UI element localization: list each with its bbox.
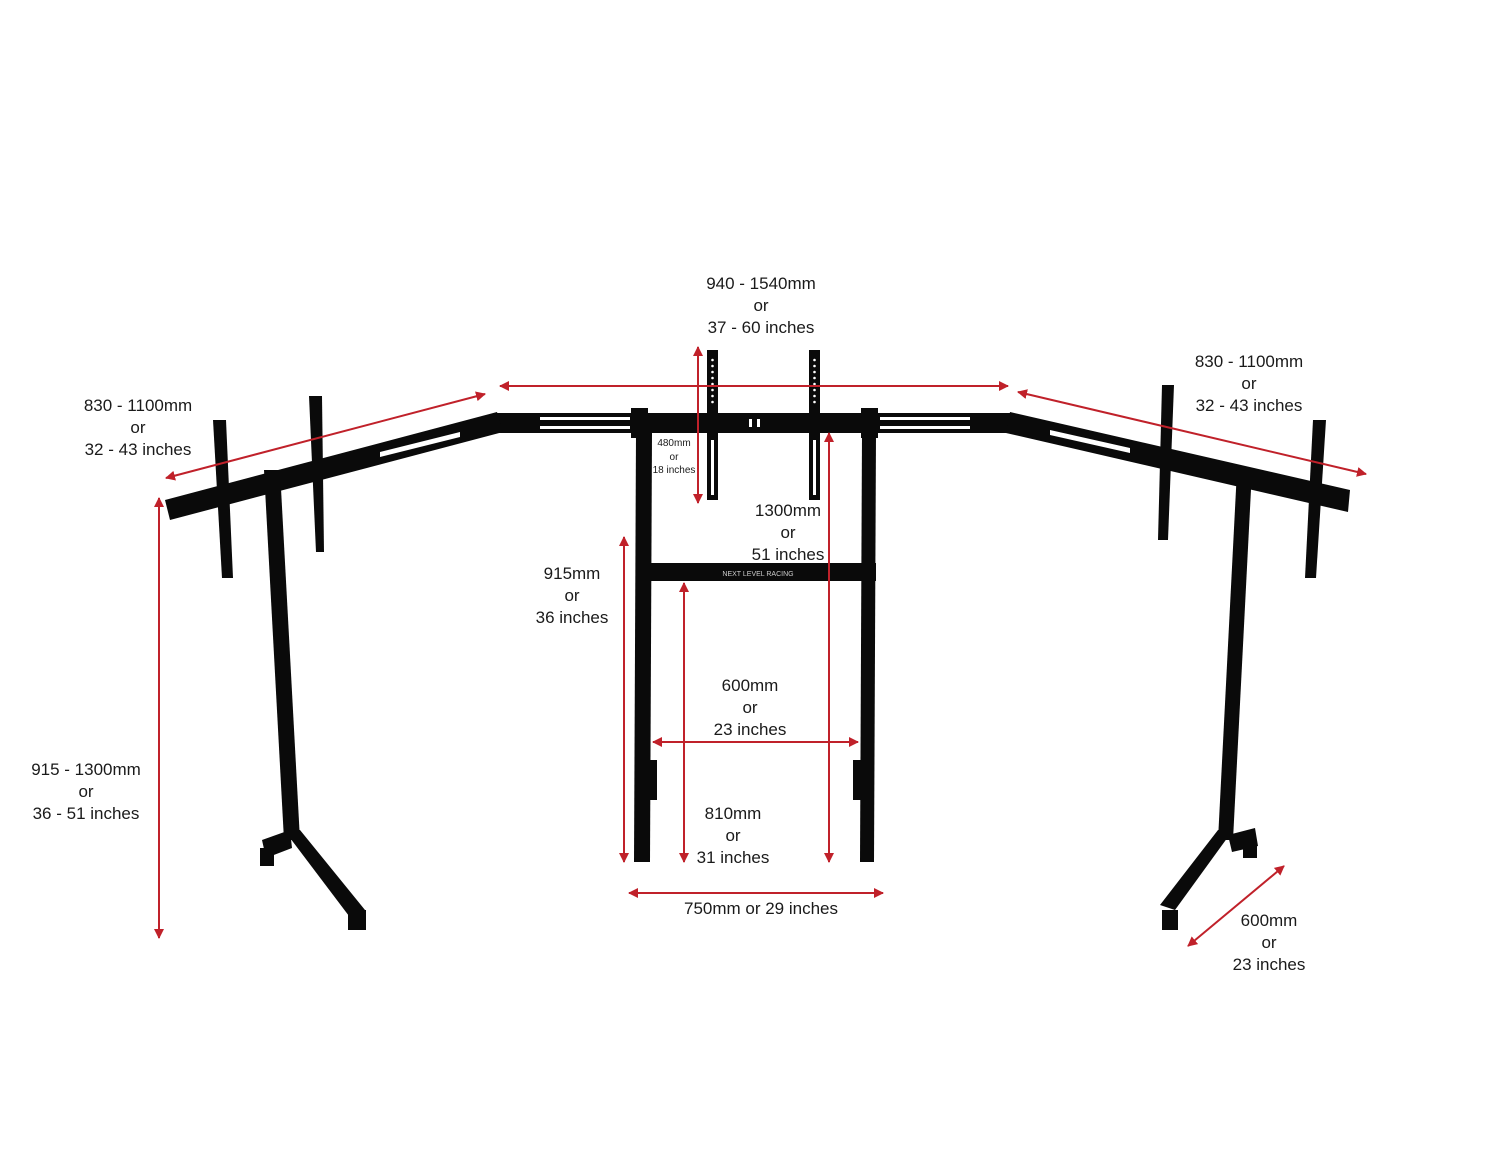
label-max-height: 1300mm or 51 inches (751, 501, 825, 564)
dimension-arrows (154, 346, 1367, 947)
label-crossbar-height: 810mm or 31 inches (696, 804, 770, 867)
right-wing-frame (1006, 385, 1350, 930)
label-side-height: 915 - 1300mm or 36 - 51 inches (31, 760, 141, 823)
brand-logo: NEXT LEVEL RACING (722, 571, 793, 578)
arrow-left-wing-width (165, 391, 486, 481)
center-frame (497, 350, 1012, 862)
left-wing-frame (165, 396, 503, 930)
arrow-right-wing-width (1017, 389, 1367, 477)
label-vesa-height: 480mm or 18 inches (652, 438, 696, 476)
label-min-height: 915mm or 36 inches (535, 564, 609, 627)
label-left-wing-width: 830 - 1100mm or 32 - 43 inches (83, 396, 193, 459)
label-inner-width: 600mm or 23 inches (713, 676, 787, 739)
label-outer-width: 750mm or 29 inches (683, 899, 839, 918)
label-foot-depth: 600mm or 23 inches (1232, 911, 1306, 974)
arrow-foot-depth (1187, 865, 1285, 947)
label-center-width: 940 - 1540mm or 37 - 60 inches (706, 274, 816, 337)
label-right-wing-width: 830 - 1100mm or 32 - 43 inches (1194, 352, 1304, 415)
